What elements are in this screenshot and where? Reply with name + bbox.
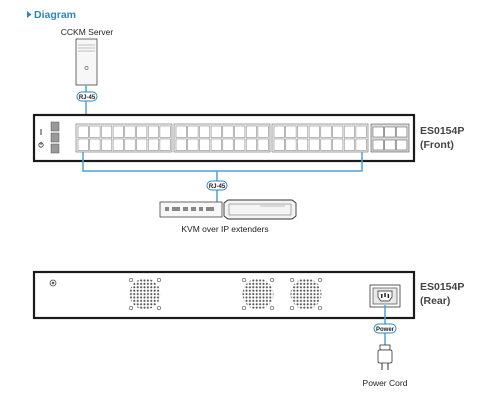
rj45-port	[297, 138, 309, 151]
rj45-port	[308, 138, 320, 151]
rj45-port	[332, 138, 344, 151]
rj45-port	[136, 125, 148, 138]
rj45-port	[245, 138, 257, 151]
fan-grille-icon	[128, 277, 162, 311]
fan-grille-icon	[241, 277, 275, 311]
rj45-port	[112, 125, 124, 138]
rj45-port	[273, 138, 285, 151]
rj45-port	[89, 125, 101, 138]
rj45-port	[257, 125, 269, 138]
rj45-mid-text: RJ-45	[209, 184, 226, 190]
server-label: CCKM Server	[61, 27, 114, 37]
switch-rear	[32, 270, 416, 320]
rj45-port	[234, 125, 246, 138]
rear-side-label: (Rear)	[420, 295, 450, 307]
power-badge: Power	[373, 323, 397, 334]
rj45-port	[112, 138, 124, 151]
fan-grille-icon	[289, 277, 323, 311]
diagram-heading: Diagram	[27, 9, 76, 21]
sfp-port	[396, 126, 408, 138]
rj45-port	[355, 125, 367, 138]
rj45-badge-mid: RJ-45	[206, 180, 228, 191]
rj45-port	[89, 138, 101, 151]
rj45-port	[273, 125, 285, 138]
rj45-port	[234, 138, 246, 151]
sfp-port	[384, 139, 396, 151]
rj45-port	[210, 125, 222, 138]
power-socket-icon	[369, 284, 401, 308]
rj45-badge-top: RJ-45	[76, 91, 98, 102]
rj45-port	[297, 125, 309, 138]
front-model-label: ES0154P	[420, 125, 464, 137]
heading-text: Diagram	[34, 9, 76, 21]
rj45-port	[222, 138, 234, 151]
sfp-port	[372, 139, 384, 151]
rj45-port	[101, 138, 113, 151]
network-switch-icon	[32, 113, 416, 163]
rj45-port	[187, 138, 199, 151]
rj45-port	[136, 138, 148, 151]
rj45-port	[210, 138, 222, 151]
rj45-port	[147, 138, 159, 151]
power-cord-label: Power Cord	[363, 378, 408, 388]
rj45-port	[332, 125, 344, 138]
rj45-port	[175, 125, 187, 138]
rj45-port	[124, 125, 136, 138]
rj45-port	[77, 138, 89, 151]
sfp-port	[384, 126, 396, 138]
power-plug-icon	[377, 344, 393, 370]
rj45-port	[343, 138, 355, 151]
rj45-port	[343, 125, 355, 138]
triangle-right-icon	[27, 11, 32, 18]
front-side-label: (Front)	[420, 139, 454, 151]
rj45-port	[147, 125, 159, 138]
server-tower-icon	[75, 38, 98, 86]
rj45-port	[257, 138, 269, 151]
rj45-port	[199, 138, 211, 151]
rj45-port	[77, 125, 89, 138]
rj45-port	[222, 125, 234, 138]
kvm-extender-icon	[159, 199, 297, 220]
rj45-port	[308, 125, 320, 138]
rj45-port	[320, 138, 332, 151]
rj45-port	[159, 138, 171, 151]
rj45-port	[320, 125, 332, 138]
power-badge-text: Power	[376, 327, 395, 333]
rj45-top-text: RJ-45	[79, 95, 96, 101]
switch-rear-chassis	[32, 270, 416, 320]
rj45-port	[101, 125, 113, 138]
rj45-port	[175, 138, 187, 151]
rj45-port	[285, 138, 297, 151]
rj45-port	[245, 125, 257, 138]
rear-model-label: ES0154P	[420, 281, 464, 293]
rj45-port	[187, 125, 199, 138]
rj45-port	[285, 125, 297, 138]
sfp-port	[396, 139, 408, 151]
rj45-port	[199, 125, 211, 138]
rj45-port	[124, 138, 136, 151]
sfp-port	[372, 126, 384, 138]
extenders-label: KVM over IP extenders	[181, 224, 268, 234]
rj45-port	[159, 125, 171, 138]
rj45-port	[355, 138, 367, 151]
ground-screw-icon	[49, 279, 57, 287]
